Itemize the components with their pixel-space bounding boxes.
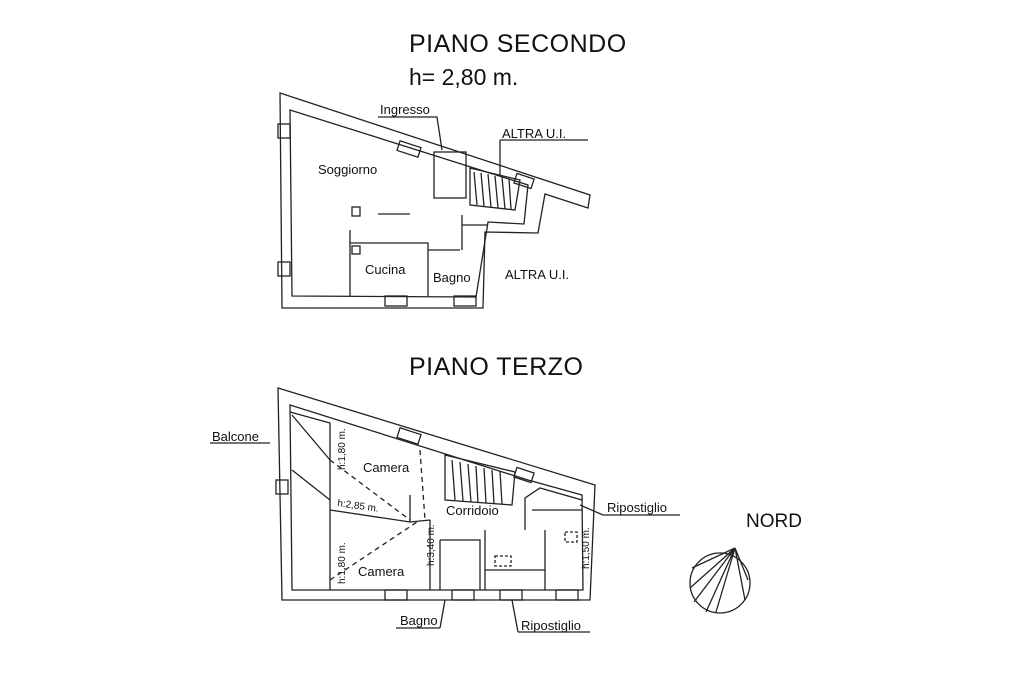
second-floor-height: h= 2,80 m.	[409, 64, 519, 90]
second-floor-plan	[277, 92, 591, 309]
bedroom-bottom-label: Camera	[358, 564, 405, 579]
other-unit-right-label: ALTRA U.I.	[505, 267, 569, 282]
balcony-label: Balcone	[212, 429, 259, 444]
entrance-label: Ingresso	[380, 102, 430, 117]
kitchen-label: Cucina	[365, 262, 406, 277]
third-bath-label: Bagno	[400, 613, 438, 628]
storage-bottom-label: Ripostiglio	[521, 618, 581, 633]
bedroom-top-label: Camera	[363, 460, 410, 475]
storage-right-label: Ripostiglio	[607, 500, 667, 515]
other-unit-top-label: ALTRA U.I.	[502, 126, 566, 141]
height-label-5: h:1,50 m.	[581, 527, 592, 569]
third-floor-title: PIANO TERZO	[409, 353, 584, 381]
height-label-4: h:3,40 m.	[426, 524, 437, 566]
height-label-1: h:1,80 m.	[337, 428, 348, 470]
second-floor-title: PIANO SECONDO	[409, 30, 627, 58]
north-compass-icon	[689, 547, 751, 614]
second-bath-label: Bagno	[433, 270, 471, 285]
height-label-3: h:1,80 m.	[337, 542, 348, 584]
north-label: NORD	[746, 511, 802, 532]
third-floor-plan	[275, 387, 596, 601]
living-room-label: Soggiorno	[318, 162, 377, 177]
corridor-label: Corridoio	[446, 503, 499, 518]
